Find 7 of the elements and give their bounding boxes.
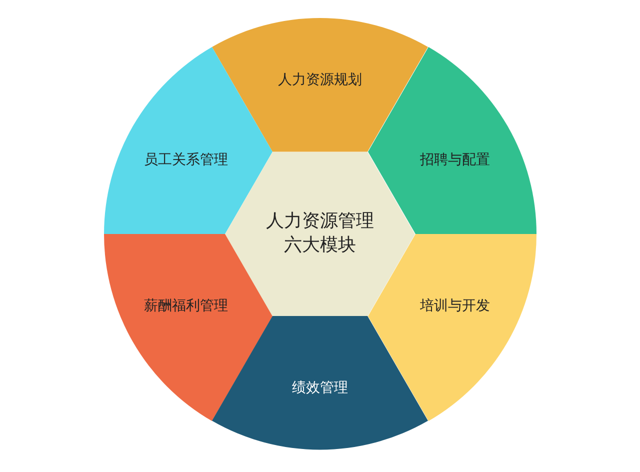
segment-label: 员工关系管理 bbox=[144, 150, 228, 169]
segment-label: 培训与开发 bbox=[420, 297, 490, 315]
segment-label: 人力资源规划 bbox=[278, 71, 362, 89]
center-title: 人力资源管理六大模块 bbox=[265, 210, 375, 258]
segment-label: 绩效管理 bbox=[292, 378, 348, 397]
segment-label: 薪酬福利管理 bbox=[144, 297, 228, 315]
segment-label: 招聘与配置 bbox=[420, 150, 490, 169]
